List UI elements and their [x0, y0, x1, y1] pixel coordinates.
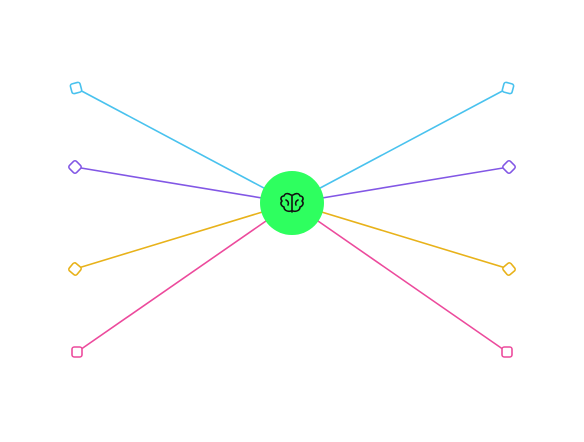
branch-top-left-node[interactable]: [69, 81, 83, 95]
branch-top-right-node[interactable]: [501, 81, 515, 95]
central-node[interactable]: [260, 171, 324, 235]
branch-nodes: [68, 81, 516, 358]
branch-top-right-connector: [291, 87, 509, 204]
branch-lower-mid-left-connector: [74, 202, 293, 270]
connector-lines: [74, 87, 510, 353]
branch-lower-mid-right-node[interactable]: [502, 262, 516, 276]
branch-bottom-right-node[interactable]: [501, 346, 513, 358]
branch-bottom-left-connector: [76, 202, 293, 353]
brain-icon: [280, 192, 304, 213]
branch-upper-mid-right-node[interactable]: [502, 160, 516, 174]
branch-upper-mid-left-connector: [74, 166, 293, 204]
branch-bottom-right-connector: [291, 202, 508, 353]
branch-upper-mid-left-node[interactable]: [68, 160, 82, 174]
branch-lower-mid-right-connector: [291, 202, 510, 270]
branch-upper-mid-right-connector: [291, 166, 510, 204]
branch-bottom-left-node[interactable]: [71, 346, 83, 358]
branch-top-left-connector: [75, 87, 293, 204]
branch-lower-mid-left-node[interactable]: [68, 262, 82, 276]
